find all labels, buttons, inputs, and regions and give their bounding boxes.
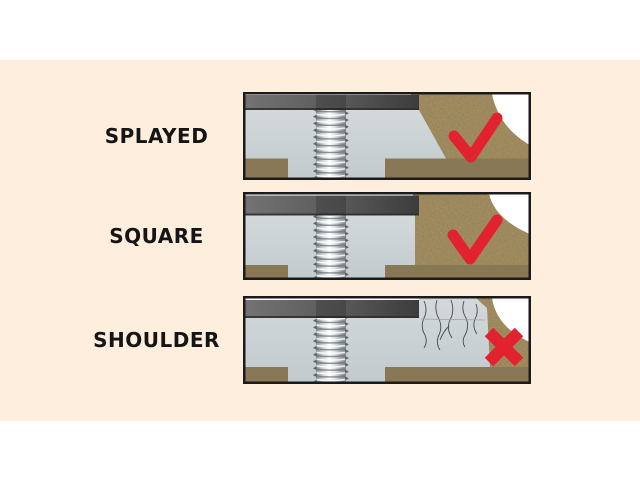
- panel-border: [243, 92, 531, 180]
- cream-content-area: SPLAYED: [0, 60, 640, 421]
- threaded-bolt: [312, 110, 350, 179]
- check-icon: [448, 112, 503, 163]
- bottom-white-band: [0, 421, 640, 480]
- panel-border: [243, 296, 531, 384]
- row-shoulder: SHOULDER: [0, 296, 640, 384]
- threaded-bolt: [312, 318, 350, 383]
- steel-plate: [244, 195, 419, 216]
- threaded-bolt: [312, 215, 350, 279]
- row-label: SQUARE: [109, 224, 204, 248]
- soil-mound-splayed: [411, 94, 530, 159]
- soil-bottom-strip: [244, 367, 530, 383]
- panel-border: [243, 192, 531, 280]
- row-splayed: SPLAYED: [0, 92, 640, 180]
- soil-bottom-strip: [244, 158, 530, 179]
- diagram-panel-square: [243, 192, 531, 280]
- row-square: SQUARE: [0, 192, 640, 280]
- steel-plate: [244, 95, 419, 110]
- cross-icon: [484, 327, 524, 367]
- soil-bottom-strip: [244, 265, 530, 279]
- check-icon: [447, 214, 503, 265]
- concrete-cracks: [420, 299, 486, 351]
- diagram-panel-shoulder: [243, 296, 531, 384]
- row-label: SHOULDER: [93, 328, 220, 352]
- row-label-cell: SPLAYED: [0, 124, 243, 148]
- diagram-panel-splayed: [243, 92, 531, 180]
- row-label: SPLAYED: [104, 124, 209, 148]
- soil-mound-square: [413, 194, 530, 265]
- row-label-cell: SQUARE: [0, 224, 243, 248]
- rows-container: SPLAYED: [0, 60, 640, 384]
- top-white-band: [0, 0, 640, 60]
- steel-plate: [244, 300, 419, 318]
- shoulder-diagram: [243, 296, 531, 384]
- splayed-diagram: [243, 92, 531, 180]
- square-diagram: [243, 192, 531, 280]
- row-label-cell: SHOULDER: [0, 328, 243, 352]
